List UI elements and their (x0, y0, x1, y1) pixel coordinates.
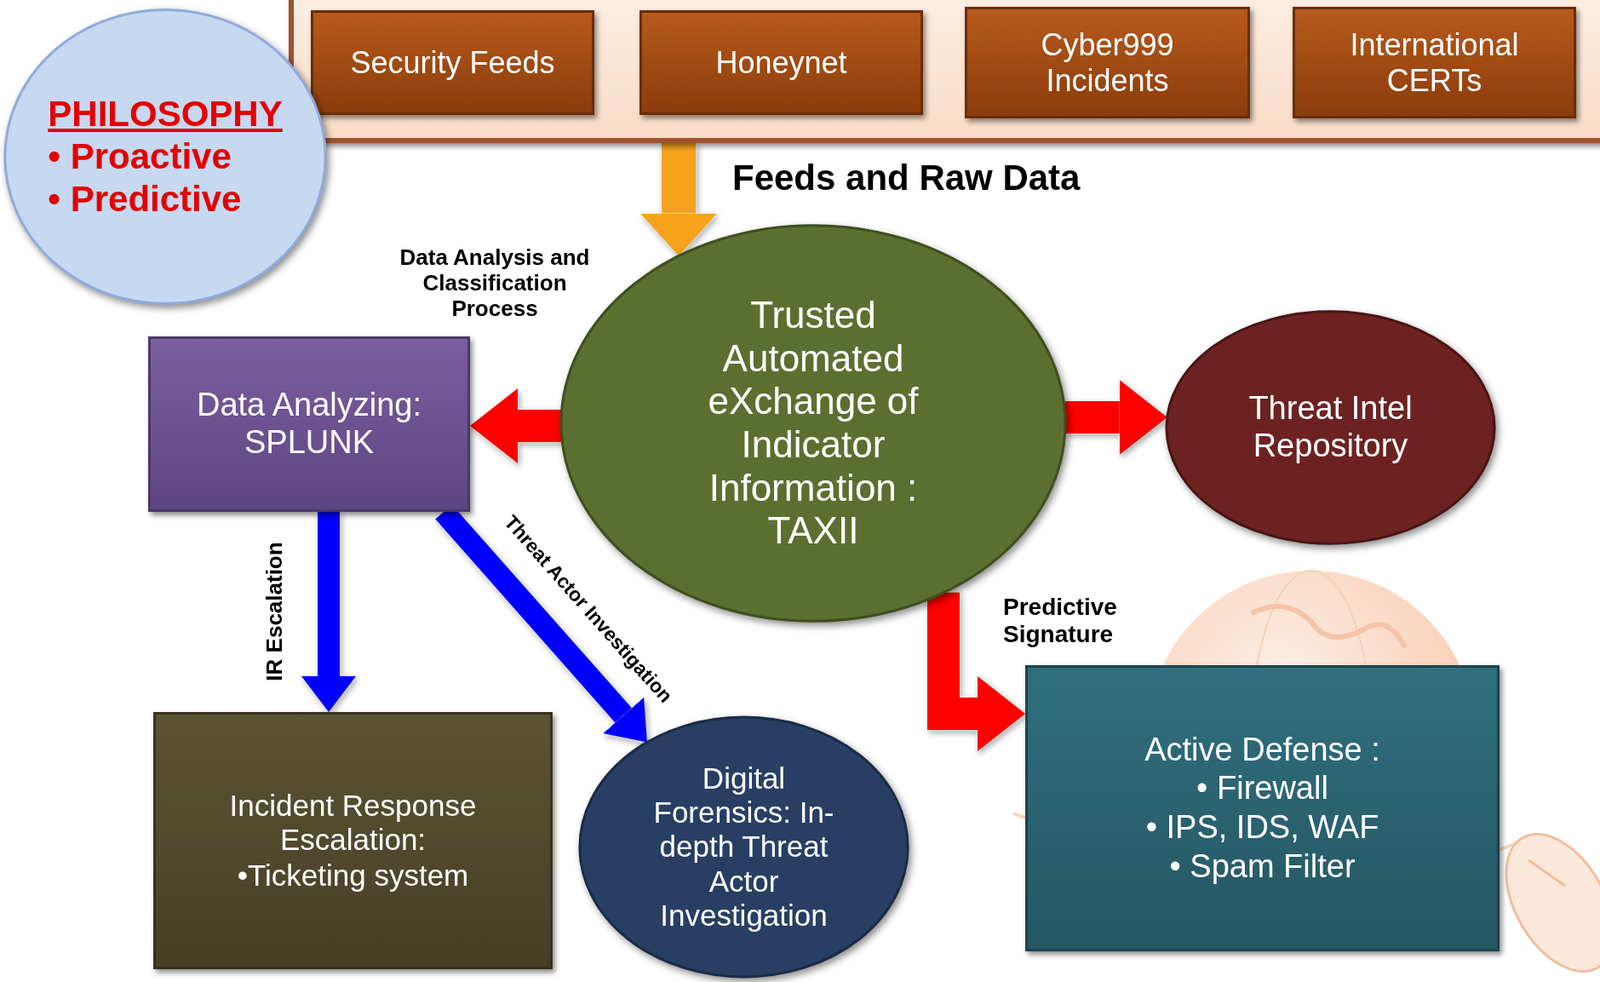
source-box: Honeynet (639, 10, 924, 115)
node-title: Active Defense : (1144, 731, 1381, 769)
ellipse-shape (579, 716, 908, 977)
node-title: Trusted Automated eXchange of Indicator … (672, 293, 954, 553)
text-group: PHILOSOPHY• Proactive• Predictive (47, 93, 282, 221)
node-item: • Proactive (47, 136, 282, 178)
repository-ellipse: Threat Intel Repository (1163, 309, 1498, 546)
text-group: International CERTs (1324, 27, 1546, 98)
escalation-box: Incident Response Escalation:•Ticketing … (153, 711, 553, 970)
node-item: • Predictive (47, 178, 282, 220)
node-title: Honeynet (715, 45, 847, 81)
source-box: International CERTs (1292, 6, 1577, 119)
node-item: • Spam Filter (1144, 848, 1381, 886)
ellipse-shape (5, 10, 326, 304)
node-title: Cyber999 Incidents (997, 27, 1219, 98)
process-box: Data Analyzing: SPLUNK (148, 336, 471, 512)
forensics-ellipse: Digital Forensics: In-depth Threat Actor… (576, 714, 912, 980)
node-title: PHILOSOPHY (47, 93, 282, 135)
edge-label: Data Analysis and Classification Process (388, 245, 602, 322)
flow-arrow (443, 511, 624, 716)
node-title: Security Feeds (349, 45, 555, 81)
node-title: International CERTs (1324, 27, 1546, 98)
node-item: • IPS, IDS, WAF (1144, 808, 1381, 847)
node-title: Incident Response Escalation: (183, 788, 524, 858)
flow-arrow (1065, 401, 1120, 434)
text-group: Honeynet (715, 45, 847, 81)
source-box: Security Feeds (310, 10, 595, 115)
text-group: Data Analyzing: SPLUNK (168, 386, 450, 461)
mouse-button-line (1528, 860, 1566, 886)
flow-arrow (661, 143, 696, 214)
globe-land (1251, 606, 1406, 648)
text-group: Active Defense :• Firewall• IPS, IDS, WA… (1144, 731, 1381, 886)
node-item: • Firewall (1144, 769, 1381, 808)
text-group: Digital Forensics: In-depth Threat Actor… (636, 761, 852, 933)
source-box: Cyber999 Incidents (964, 6, 1251, 119)
ellipse-shape (561, 225, 1066, 622)
exchange-ellipse: Trusted Automated eXchange of Indicator … (556, 221, 1071, 626)
node-title: Threat Intel Repository (1211, 389, 1451, 465)
philosophy-circle: PHILOSOPHY• Proactive• Predictive (1, 6, 329, 307)
text-group: Trusted Automated eXchange of Indicator … (672, 293, 954, 553)
text-group: Cyber999 Incidents (997, 27, 1219, 98)
ellipse-shape (1166, 311, 1495, 544)
edge-label: IR Escalation (262, 541, 288, 681)
edge-label: Predictive Signature (1003, 593, 1165, 649)
edge-label: Feeds and Raw Data (732, 157, 1080, 199)
flow-arrow (517, 409, 562, 442)
node-item: •Ticketing system (183, 858, 524, 893)
flow-arrow (943, 592, 978, 714)
flow-arrow (317, 511, 340, 677)
mouse-body (1484, 815, 1600, 982)
node-title: Digital Forensics: In-depth Threat Actor… (636, 761, 852, 933)
node-title: Data Analyzing: SPLUNK (168, 386, 450, 461)
defense-box: Active Defense :• Firewall• IPS, IDS, WA… (1025, 665, 1500, 952)
text-group: Security Feeds (349, 45, 555, 81)
text-group: Incident Response Escalation:•Ticketing … (183, 788, 524, 894)
source-band: Security Feeds Honeynet Cyber999 Incidents… (288, 0, 1600, 144)
text-group: Threat Intel Repository (1211, 389, 1451, 465)
